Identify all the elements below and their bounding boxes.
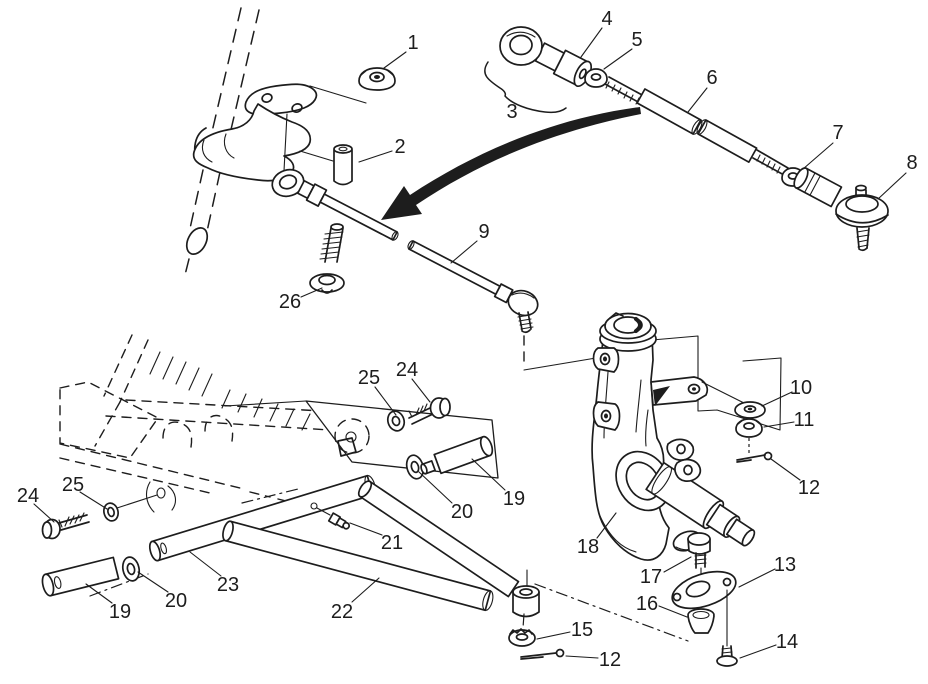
bushing-2 [333,144,353,186]
callout-22-label: 22 [331,601,353,623]
callout-20-left-label: 20 [165,590,187,612]
direction-arrow [381,107,641,220]
callout-7-label: 7 [832,122,843,144]
callout-6-label: 6 [706,67,717,89]
callout-3-label: 3 [506,101,517,123]
a-arm-front-tube [222,520,494,612]
jam-nut-5 [584,68,608,88]
tie-rod-end-8 [793,167,889,252]
callout-8-label: 8 [906,152,917,174]
spindle [645,461,756,547]
frame-washer-left [103,481,177,522]
steering-column [184,7,367,276]
cotter-pin-bottom [520,648,565,660]
callout-11-label: 11 [794,409,815,431]
tie-rod [271,168,597,371]
callout-4-label: 4 [601,8,612,30]
tie-rod-shaft-a [636,88,703,135]
callout-25-left-label: 25 [62,474,84,496]
steering-knuckle [591,312,782,561]
tie-rod-end-assembly [484,26,889,252]
bushing-tube-right [433,435,494,475]
callout-17-label: 17 [640,566,662,588]
bracket-brace [484,61,567,114]
ball-joint-bolt-14 [716,645,738,667]
frame-phantom-outline [59,334,499,505]
callout-16-label: 16 [636,593,658,615]
spindle-washer-10 [701,381,766,419]
pivot-washer-left [121,556,141,582]
callout-9-label: 9 [478,221,489,243]
castle-nut [508,613,536,647]
frame-bolt-upper [408,397,451,425]
callout-12-right-label: 12 [798,477,820,499]
tie-rod-end-4 [499,26,593,88]
leader-lines [33,27,907,659]
ball-joint-cup-16 [687,608,715,634]
callout-15-label: 15 [571,619,593,641]
callout-5-label: 5 [631,29,642,51]
tie-rod-thread-left [604,76,645,104]
callout-24-upper-label: 24 [396,359,418,381]
callout-1-label: 1 [407,32,418,54]
callout-12-bottom-label: 12 [599,649,621,671]
callout-2-label: 2 [394,136,405,158]
a-arm-assembly [41,397,689,660]
callout-18-label: 18 [577,536,599,558]
ball-joint-axis [534,583,689,642]
tie-rod-thread-right [752,149,789,176]
callout-10-label: 10 [790,377,812,399]
ball-joint-boss [512,569,540,618]
callout-labels: 1 2 3 4 5 6 7 8 9 10 11 12 13 14 15 16 1… [17,8,918,671]
frame-bolt-left [41,512,90,540]
ball-joint-plate-13 [671,570,737,647]
callout-26-label: 26 [279,291,301,313]
callout-20-right-label: 20 [451,501,473,523]
callout-21-label: 21 [381,532,403,554]
frame-mount-hole [334,418,370,454]
callout-13-label: 13 [774,554,796,576]
tie-rod-shaft-b [696,119,758,163]
a-arm-rear-tube [357,480,520,598]
spindle-nut-11 [735,418,763,438]
callout-19-left-label: 19 [109,601,131,623]
frame-hatch-dashes [103,334,311,431]
bushing-tube-left [41,556,120,597]
pitman-bracket [192,103,312,182]
callout-25-upper-label: 25 [358,367,380,389]
pinch-bolt-26 [309,223,345,294]
flange-nut-1 [358,67,396,91]
pinch-bolt-17 [687,532,711,579]
column-end [185,227,209,255]
pivot-spacer-right [420,460,436,475]
cotter-pin-right [736,438,773,463]
grease-fitting [310,502,351,530]
ball-joint-hardware [671,532,738,667]
callout-19-right-label: 19 [503,488,525,510]
callout-23-label: 23 [217,574,239,596]
callout-14-label: 14 [776,631,798,653]
callout-24-left-label: 24 [17,485,39,507]
